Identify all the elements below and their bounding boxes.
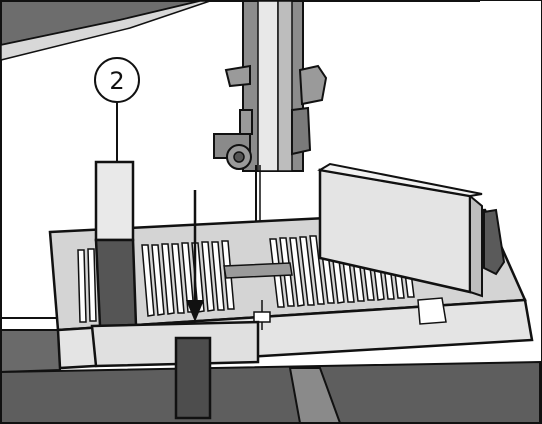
table-tab — [418, 298, 446, 324]
callout-number: 2 — [109, 67, 124, 95]
stand-left — [1, 330, 60, 372]
work-block-shadow — [96, 240, 136, 326]
blade-clamp — [254, 312, 270, 322]
guide-knob-right — [300, 66, 326, 104]
table-insert — [224, 263, 292, 278]
guide-post-side — [278, 1, 292, 171]
rip-fence-end — [470, 196, 482, 296]
stand-base — [1, 362, 540, 423]
miter-gauge-handle — [176, 338, 210, 418]
work-block-top — [96, 162, 133, 240]
guide-block-right — [292, 108, 310, 154]
guide-knob-left — [226, 66, 250, 86]
guide-bolt-left — [240, 110, 252, 134]
guide-bearing-hub — [234, 152, 244, 162]
guide-post-face — [258, 1, 278, 171]
